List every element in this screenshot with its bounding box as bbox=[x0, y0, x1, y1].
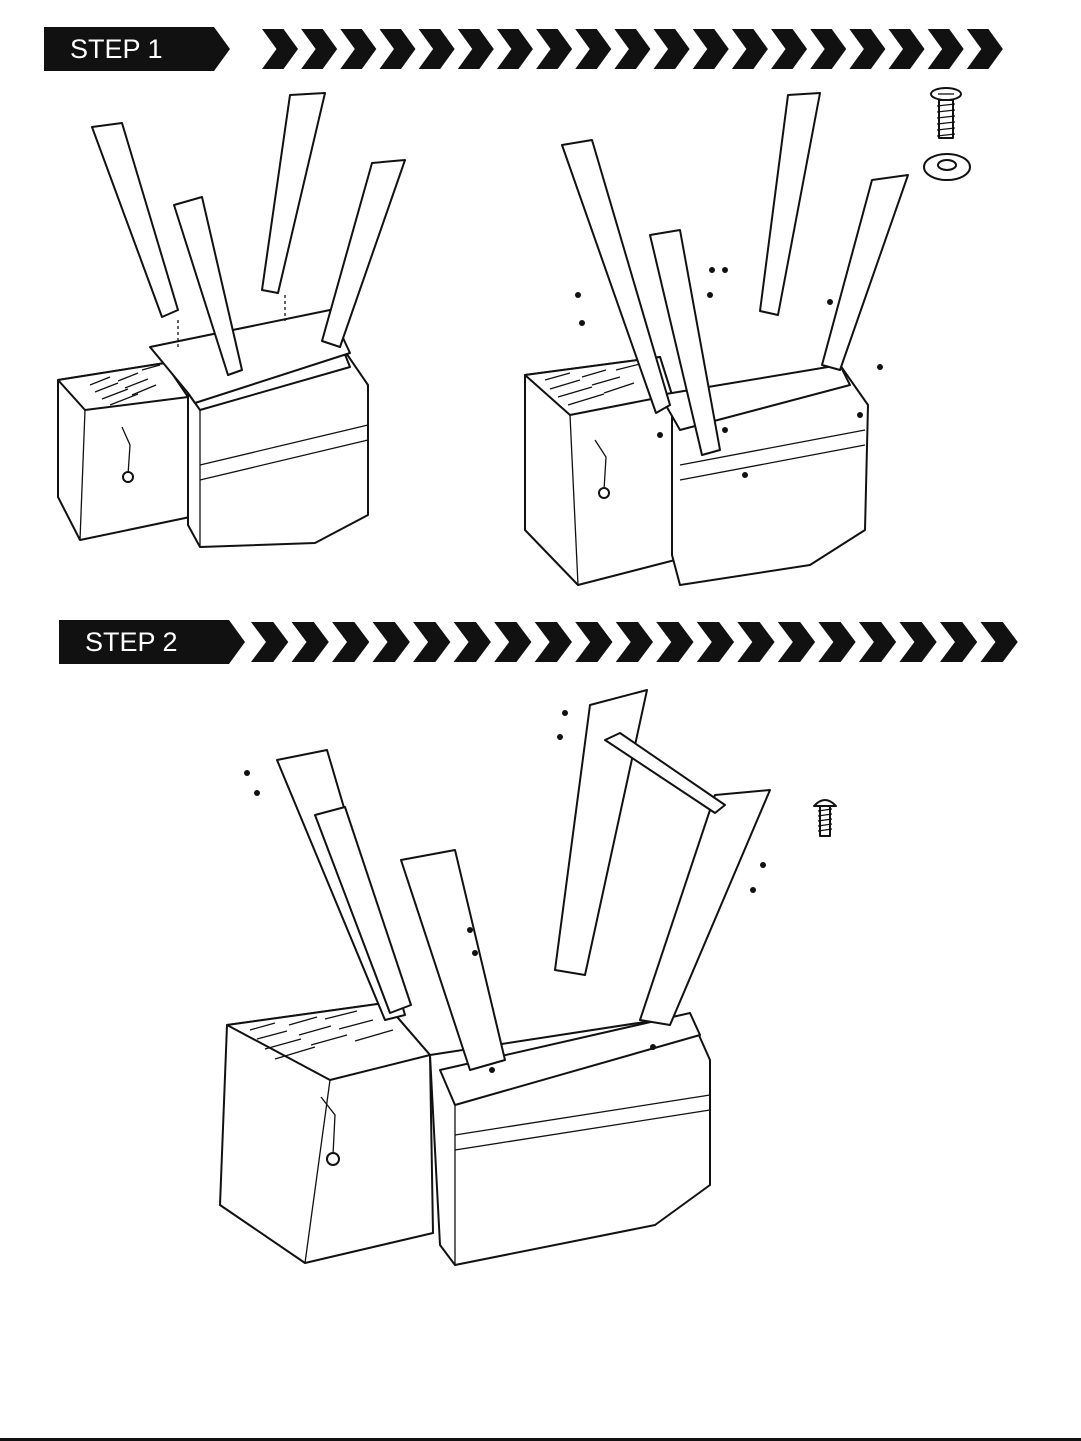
chevron-icon bbox=[654, 29, 690, 69]
chevron-icon bbox=[778, 622, 815, 662]
step-2-banner: STEP 2 bbox=[59, 620, 1021, 664]
chevron-icon bbox=[967, 29, 1003, 69]
chevron-icon bbox=[732, 29, 768, 69]
step-1-banner: STEP 1 bbox=[44, 27, 1006, 71]
chevron-icon bbox=[940, 622, 977, 662]
bolt-icon bbox=[812, 796, 838, 840]
chevron-icon bbox=[849, 29, 885, 69]
chevron-icon bbox=[413, 622, 450, 662]
step-2-crossbar-illustration bbox=[215, 685, 775, 1285]
chevron-icon bbox=[616, 622, 653, 662]
chevron-icon bbox=[575, 29, 611, 69]
chevron-icon bbox=[980, 622, 1017, 662]
chevron-icon bbox=[340, 29, 376, 69]
chevron-icon bbox=[262, 29, 298, 69]
chevron-icon bbox=[614, 29, 650, 69]
chevron-icon bbox=[251, 622, 288, 662]
screw-with-spring-icon bbox=[928, 86, 964, 142]
step-2-chevrons bbox=[251, 620, 1021, 664]
chevron-icon bbox=[332, 622, 369, 662]
chevron-icon bbox=[454, 622, 491, 662]
chevron-icon bbox=[928, 29, 964, 69]
washer-icon bbox=[922, 150, 972, 184]
chevron-icon bbox=[859, 622, 896, 662]
chevron-icon bbox=[373, 622, 410, 662]
chevron-icon bbox=[818, 622, 855, 662]
chevron-icon bbox=[656, 622, 693, 662]
chevron-icon bbox=[535, 622, 572, 662]
step-1-label: STEP 1 bbox=[44, 27, 214, 71]
chevron-icon bbox=[497, 29, 533, 69]
chevron-icon bbox=[693, 29, 729, 69]
chevron-icon bbox=[494, 622, 531, 662]
chevron-icon bbox=[379, 29, 415, 69]
chevron-icon bbox=[575, 622, 612, 662]
chevron-icon bbox=[292, 622, 329, 662]
chevron-icon bbox=[697, 622, 734, 662]
chevron-icon bbox=[419, 29, 455, 69]
chevron-icon bbox=[737, 622, 774, 662]
step-1-legs-fastened-illustration bbox=[520, 85, 920, 595]
step-1-legs-insert-illustration bbox=[50, 85, 390, 555]
chevron-icon bbox=[810, 29, 846, 69]
chevron-icon bbox=[771, 29, 807, 69]
chevron-icon bbox=[889, 29, 925, 69]
step-2-label: STEP 2 bbox=[59, 620, 229, 664]
chevron-icon bbox=[899, 622, 936, 662]
chevron-icon bbox=[301, 29, 337, 69]
chevron-icon bbox=[536, 29, 572, 69]
step-1-chevrons bbox=[262, 27, 1006, 71]
chevron-icon bbox=[458, 29, 494, 69]
